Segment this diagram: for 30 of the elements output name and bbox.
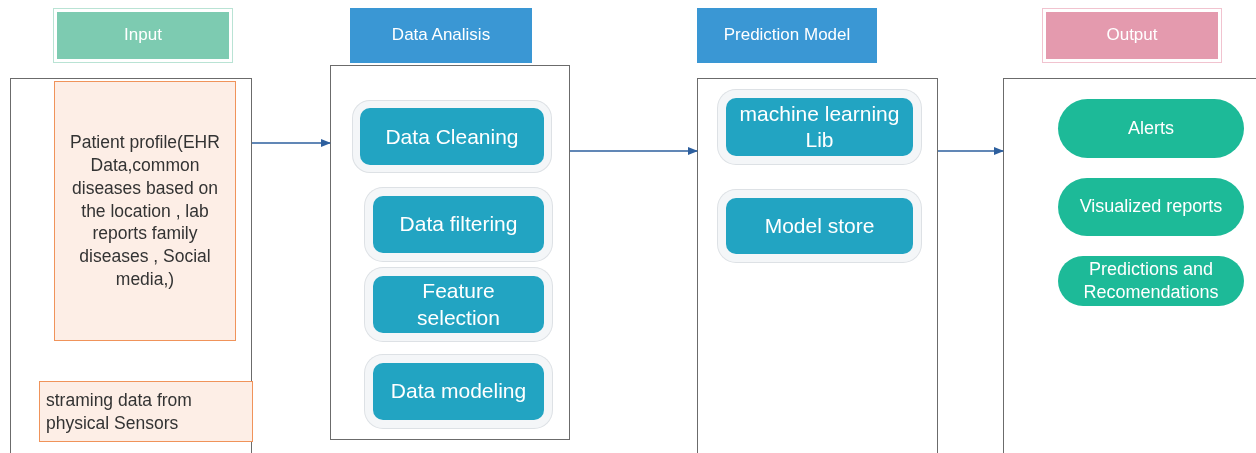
node-label: Model store <box>764 212 875 239</box>
arrow <box>937 146 1005 156</box>
output-pill <box>1058 256 1244 306</box>
column-panel <box>1003 78 1256 453</box>
node-label: Alerts <box>1128 116 1174 140</box>
column-title: Output <box>1106 25 1158 46</box>
node-label: machine learning Lib <box>738 100 901 153</box>
input-box <box>39 381 253 442</box>
column-panel <box>697 78 938 453</box>
node-label: Visualized reports <box>1079 195 1223 219</box>
node-label: Predictions and Recomendations <box>1082 257 1220 304</box>
node-label: Data filtering <box>399 211 518 238</box>
column-panel <box>330 65 570 440</box>
column-title: Prediction Model <box>723 25 851 46</box>
output-pill <box>1058 178 1244 236</box>
input-box <box>54 81 236 341</box>
column-panel <box>10 78 252 453</box>
header-banner <box>697 8 877 63</box>
node-label: Feature selection <box>416 278 501 331</box>
node-label: Data modeling <box>390 378 527 405</box>
arrow <box>251 138 332 148</box>
header-banner <box>350 8 532 63</box>
arrow <box>569 146 699 156</box>
header-banner <box>53 8 233 63</box>
node-label: straming data from physical Sensors <box>46 388 193 435</box>
column-title: Data Analisis <box>391 25 491 46</box>
column-title: Input <box>124 25 162 46</box>
header-banner <box>1042 8 1222 63</box>
node-label: Data Cleaning <box>385 123 519 150</box>
node-label: Patient profile(EHR Data,common diseases based on the location , lab reports family diseases , Social media,) <box>69 131 221 291</box>
